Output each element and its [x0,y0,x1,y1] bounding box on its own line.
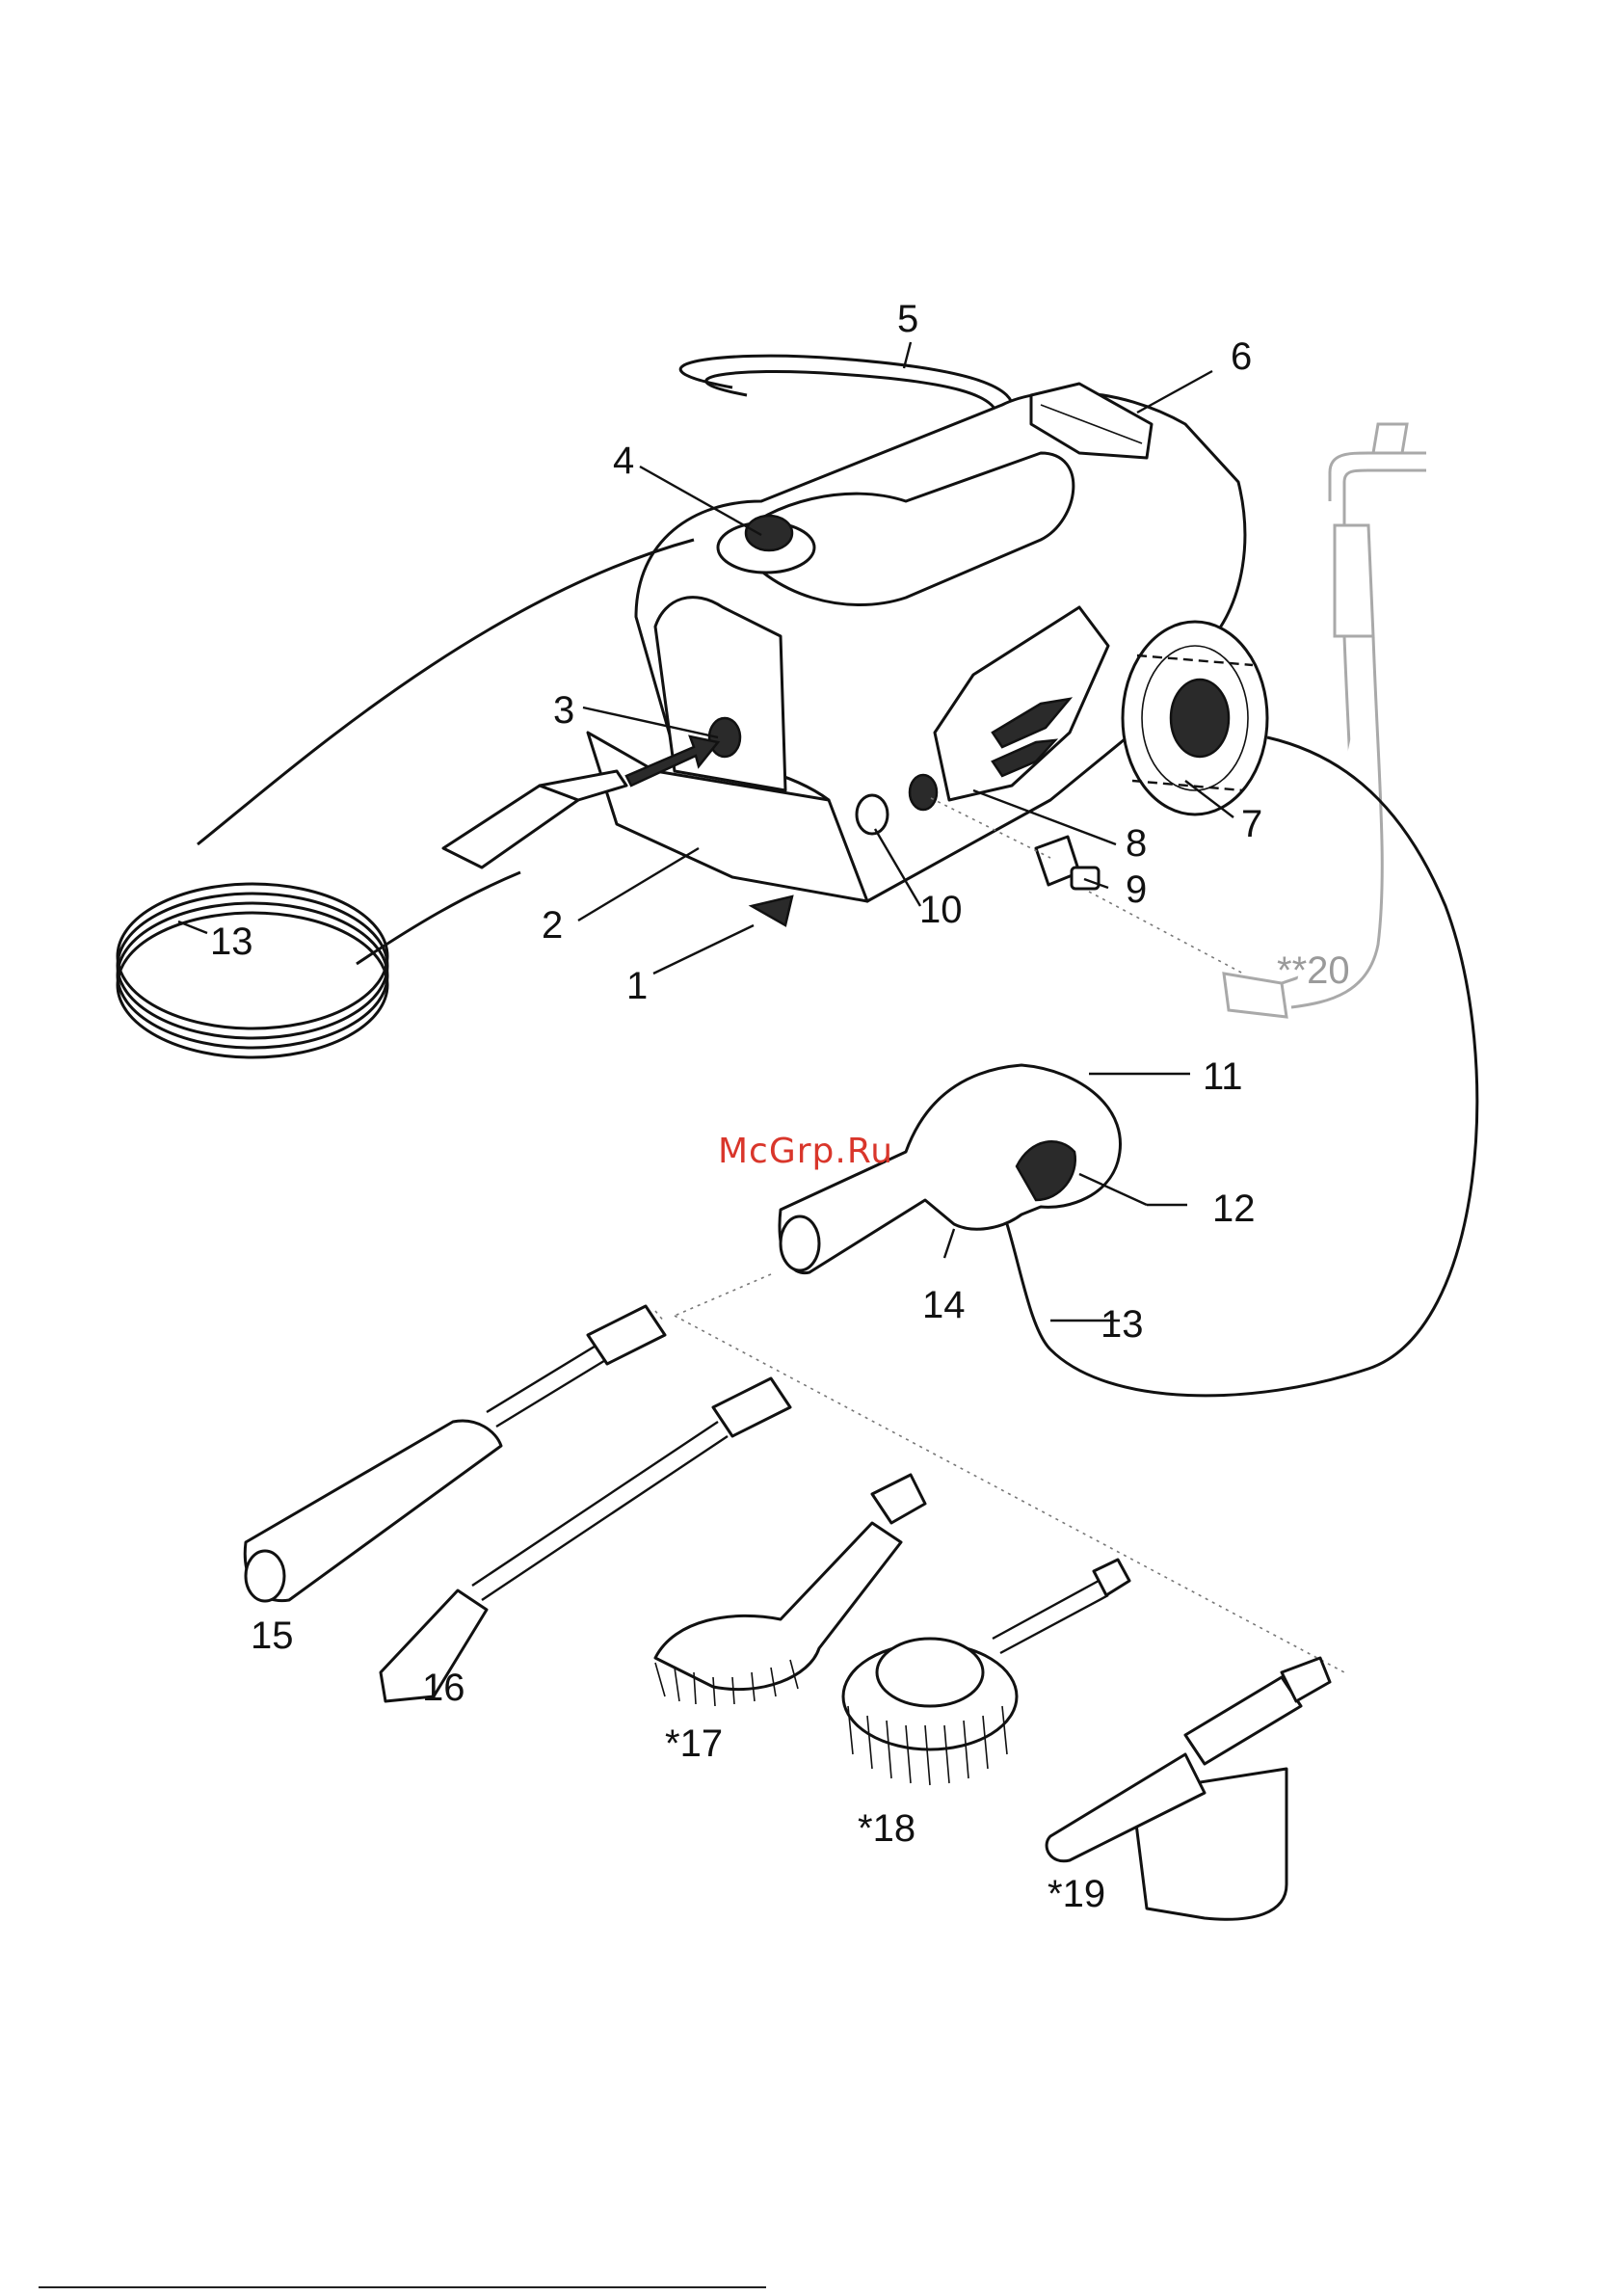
watermark: McGrp.Ru [718,1132,893,1171]
callout-9: 9 [1126,868,1147,911]
callout-8: 8 [1126,822,1147,865]
callout-7: 7 [1241,803,1262,845]
callout-18: *18 [858,1807,915,1850]
callout-4: 4 [613,440,634,482]
callout-10: 10 [919,889,963,931]
callout-13-left: 13 [210,921,253,963]
callout-12: 12 [1212,1188,1256,1230]
accessory-holder [857,795,888,834]
release-arrow [752,896,792,925]
callout-17: *17 [665,1722,723,1765]
pressure-washer-body [588,384,1267,925]
callout-11: 11 [1203,1055,1243,1098]
callout-6: 6 [1231,335,1252,378]
callout-14: 14 [922,1284,966,1326]
callout-16: 16 [422,1667,465,1709]
power-cord [680,356,1013,414]
callout-5: 5 [897,298,918,340]
callout-19: *19 [1048,1873,1105,1915]
wheel [1123,622,1267,814]
callout-13-right: 13 [1101,1303,1144,1346]
callout-15: 15 [251,1615,294,1657]
vario-power-lance [245,1306,665,1601]
callout-2: 2 [542,904,563,947]
callout-1: 1 [626,965,648,1007]
callout-20: **20 [1277,949,1350,992]
rotating-wash-brush [843,1560,1129,1785]
water-inlet [910,775,937,810]
callout-3: 3 [553,689,574,732]
